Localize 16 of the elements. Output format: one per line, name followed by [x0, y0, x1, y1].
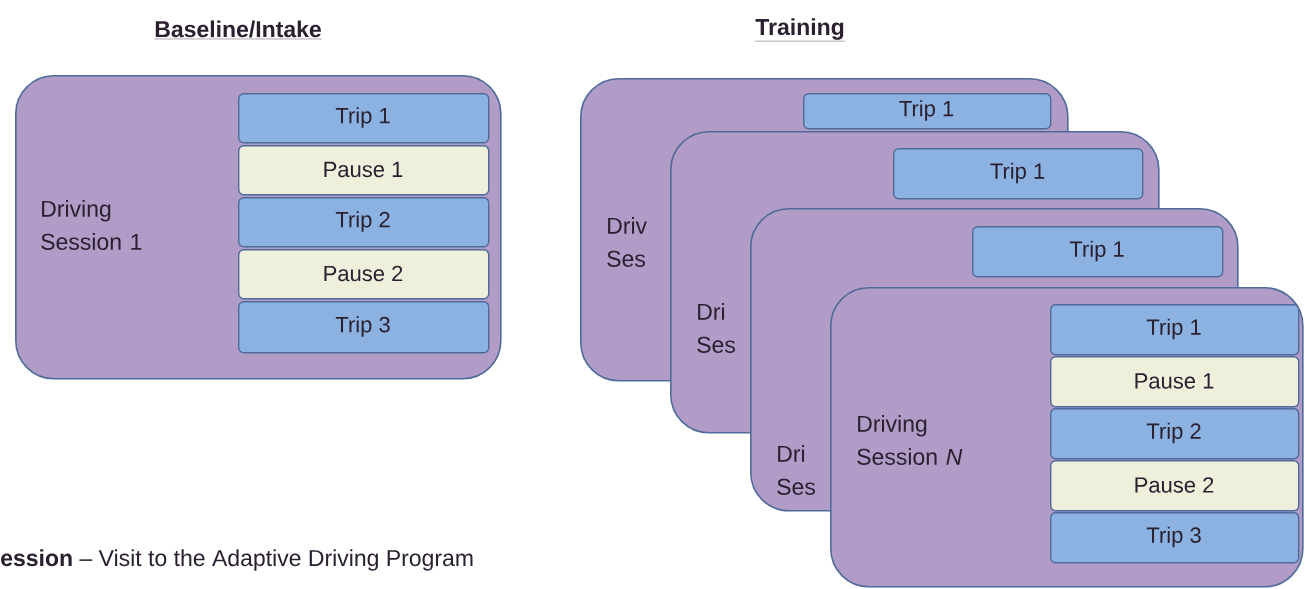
heading: Baseline/Intake: [154, 20, 322, 40]
trip-box: Trip 1: [1050, 304, 1300, 356]
trip-box: Trip 3: [1050, 512, 1300, 564]
heading: Training: [755, 18, 845, 42]
trip-box: Trip 2: [1050, 408, 1300, 460]
trip-box: Trip 1: [803, 93, 1052, 130]
trip-box: Trip 1: [238, 93, 490, 144]
trip-box: Trip 2: [238, 197, 490, 248]
trip-box: Trip 1: [972, 226, 1224, 278]
pause-box: Pause 2: [238, 249, 490, 300]
pause-box: Pause 1: [238, 145, 490, 196]
note: ession – Visit to the Adaptive Driving Program: [1, 549, 473, 571]
pause-box: Pause 1: [1050, 356, 1300, 408]
trip-box: Trip 3: [238, 301, 490, 354]
pause-box: Pause 2: [1050, 460, 1300, 512]
trip-box: Trip 1: [893, 148, 1144, 200]
